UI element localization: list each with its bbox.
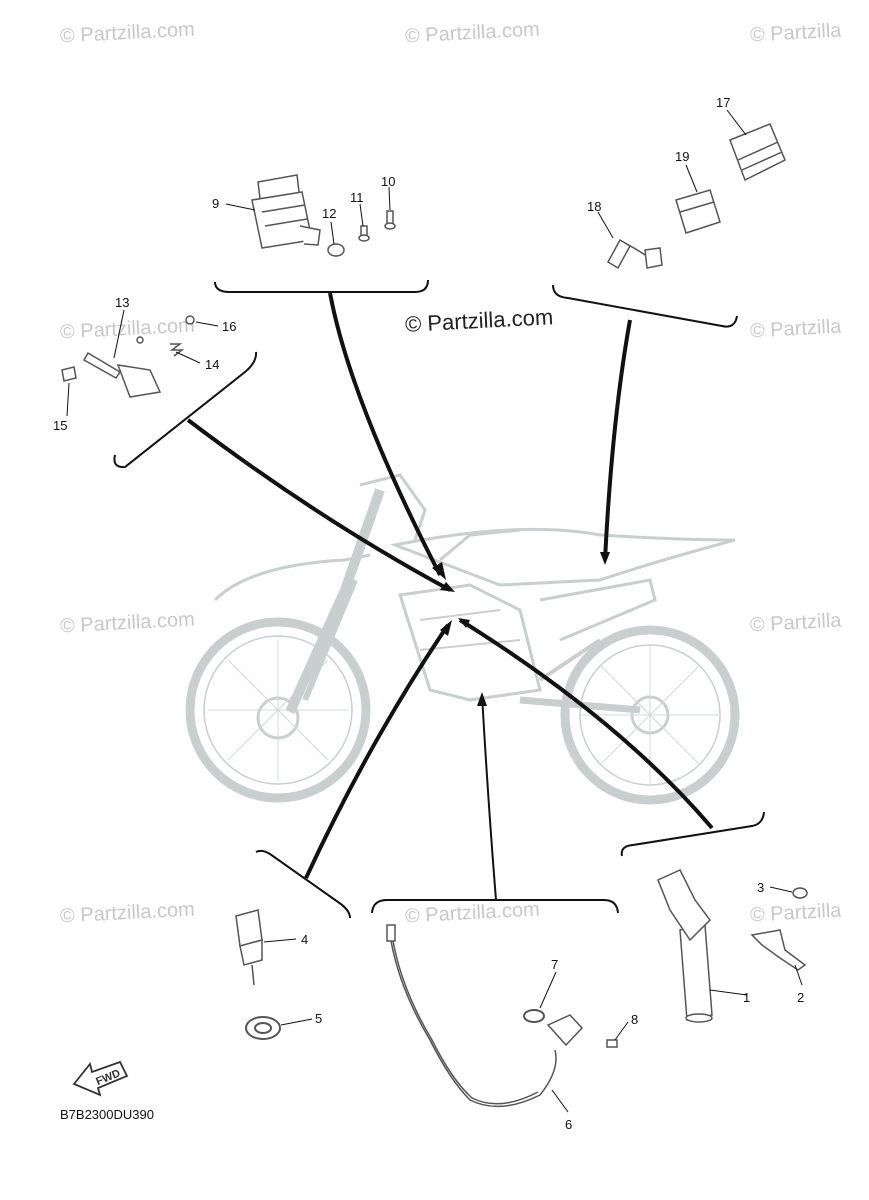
part-relay-19 — [675, 189, 721, 234]
part-screw-16 — [185, 315, 195, 325]
callout-5: 5 — [315, 1011, 323, 1026]
part-nut-12 — [327, 243, 345, 257]
callout-3: 3 — [757, 880, 765, 895]
callout-10: 10 — [381, 174, 396, 189]
part-nut-3 — [792, 887, 808, 899]
callout-18: 18 — [587, 199, 602, 214]
callout-2: 2 — [797, 990, 805, 1005]
callout-16: 16 — [222, 319, 237, 334]
part-cdi-17 — [729, 123, 786, 182]
callout-6: 6 — [565, 1117, 573, 1132]
motorcycle-ghost — [185, 473, 740, 805]
callout-13: 13 — [115, 295, 130, 310]
bracket-lines — [113, 279, 765, 919]
callout-9: 9 — [212, 196, 220, 211]
callout-7: 7 — [551, 957, 559, 972]
leader-lines — [186, 292, 714, 901]
part-connector-18 — [606, 238, 663, 270]
part-spring-14 — [169, 343, 185, 357]
part-oring-5 — [245, 1016, 281, 1040]
part-bolt-11 — [358, 225, 370, 242]
part-ecu — [251, 174, 321, 249]
part-bolt-10 — [384, 210, 396, 230]
pointer-lines — [66, 109, 803, 1113]
callout-11: 11 — [350, 190, 364, 205]
fwd-arrow-icon: FWD — [72, 1060, 129, 1097]
arrowheads — [432, 552, 610, 706]
part-harness-6 — [386, 924, 584, 1108]
callout-14: 14 — [205, 357, 220, 372]
callout-1: 1 — [743, 990, 751, 1005]
part-sensor-13 — [82, 336, 162, 398]
part-oring-7 — [523, 1009, 545, 1023]
part-throttle-grip-1 — [657, 869, 713, 1023]
callout-4: 4 — [301, 932, 309, 947]
part-bracket-2 — [750, 929, 807, 971]
part-grommet-15 — [61, 366, 77, 382]
callout-12: 12 — [322, 206, 337, 221]
callout-15: 15 — [53, 418, 68, 433]
diagram-code: B7B2300DU390 — [60, 1107, 154, 1122]
callout-8: 8 — [631, 1012, 639, 1027]
callout-19: 19 — [675, 149, 690, 164]
part-bolt-8 — [606, 1039, 618, 1048]
part-switch-4 — [235, 909, 263, 986]
callout-17: 17 — [716, 95, 731, 110]
